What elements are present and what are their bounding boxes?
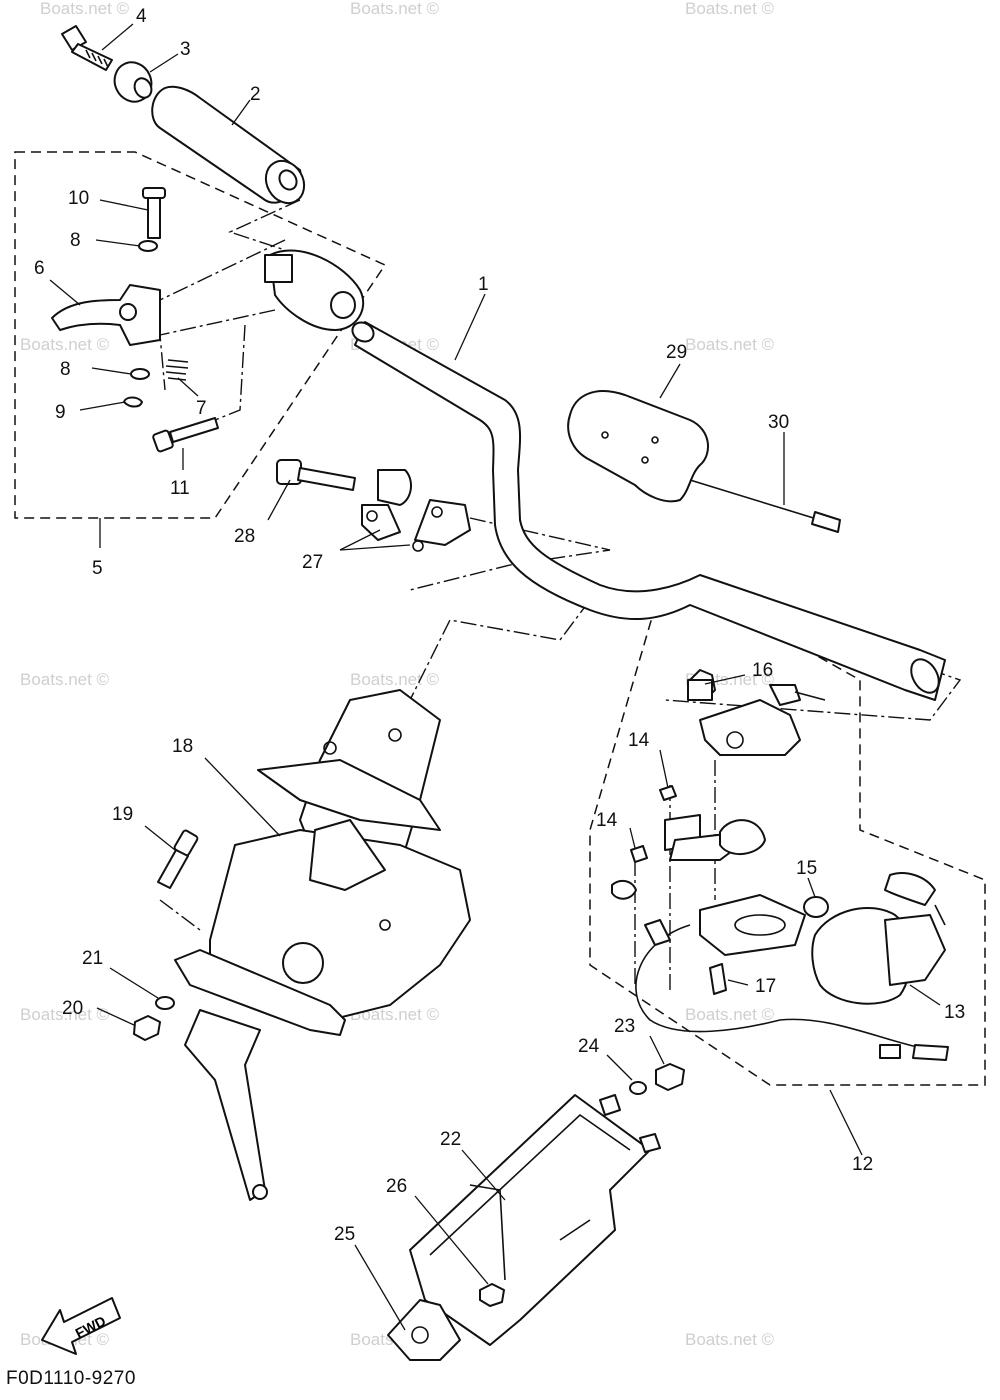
watermark: Boats.net © xyxy=(20,335,110,354)
watermark: Boats.net © xyxy=(40,0,130,18)
spring-part-7 xyxy=(165,359,189,381)
leader-lines xyxy=(49,23,941,1331)
cap-part-16 xyxy=(687,679,713,701)
watermark: Boats.net © xyxy=(350,670,440,689)
callout-9: 9 xyxy=(55,402,66,423)
bolt-part-19 xyxy=(157,829,199,889)
holder-part-27 xyxy=(361,469,471,552)
callout-10: 10 xyxy=(68,188,89,209)
switch-part-13 xyxy=(811,872,946,1005)
callout-1: 1 xyxy=(478,274,489,295)
callout-13: 13 xyxy=(944,1002,965,1023)
nut-part-23 xyxy=(655,1063,685,1091)
callout-4: 4 xyxy=(136,6,147,27)
guide-line xyxy=(159,309,276,391)
bolt-part-28 xyxy=(276,459,356,491)
guide-line xyxy=(214,324,246,421)
connector xyxy=(879,1044,901,1059)
guide-line xyxy=(228,199,301,251)
watermarks: Boats.net © Boats.net © Boats.net © Boat… xyxy=(20,0,775,1349)
callout-18: 18 xyxy=(172,736,193,757)
callout-19: 19 xyxy=(112,804,133,825)
callout-21: 21 xyxy=(82,948,103,969)
callout-6: 6 xyxy=(34,258,45,279)
diagram-code: F0D1110-9270 xyxy=(6,1368,136,1389)
nut-part-26 xyxy=(479,1283,505,1307)
callout-16: 16 xyxy=(752,660,773,681)
callout-23: 23 xyxy=(614,1016,635,1037)
callout-25: 25 xyxy=(334,1224,355,1245)
grommet-part-3 xyxy=(113,61,153,103)
pin-part-10 xyxy=(142,187,166,239)
guide-line xyxy=(399,599,591,721)
callouts: 4 3 2 1 10 8 6 8 9 7 11 5 29 30 28 27 18… xyxy=(34,6,965,1245)
strap-part-30 xyxy=(689,479,841,533)
screw-part-17 xyxy=(709,963,727,995)
lever-bracket xyxy=(264,249,365,331)
callout-28: 28 xyxy=(234,526,255,547)
watermark: Boats.net © xyxy=(685,0,775,18)
handlebar-part-1 xyxy=(351,321,946,701)
callout-29: 29 xyxy=(666,342,687,363)
watermark: Boats.net © xyxy=(685,1005,775,1024)
callout-11: 11 xyxy=(170,478,190,499)
lever-part-6 xyxy=(51,284,161,346)
guide-line xyxy=(159,899,201,931)
watermark: Boats.net © xyxy=(685,335,775,354)
callout-20: 20 xyxy=(62,998,83,1019)
washer-part-8 xyxy=(138,240,158,252)
callout-14: 14 xyxy=(596,810,618,831)
callout-17: 17 xyxy=(755,976,776,997)
switch-assembly-part-12 xyxy=(635,669,931,1051)
clamp-part-25 xyxy=(387,1299,461,1361)
callout-3: 3 xyxy=(180,39,191,60)
connector xyxy=(912,1044,949,1061)
washer-part-8 xyxy=(130,368,150,380)
clip-part-9 xyxy=(123,396,143,408)
bulb xyxy=(611,879,637,900)
callout-2: 2 xyxy=(250,84,261,105)
callout-8: 8 xyxy=(60,359,71,380)
guide-line xyxy=(159,239,286,301)
callout-22: 22 xyxy=(440,1129,461,1150)
guide-line xyxy=(409,517,611,591)
group-box-5 xyxy=(14,151,387,519)
bolt-part-4 xyxy=(61,25,113,71)
screw-part-14 xyxy=(659,785,677,801)
callout-30: 30 xyxy=(768,412,789,433)
washer-part-21 xyxy=(155,996,175,1010)
callout-5: 5 xyxy=(92,558,103,579)
column-part-18 xyxy=(174,689,471,1201)
callout-26: 26 xyxy=(386,1176,407,1197)
callout-12: 12 xyxy=(852,1154,873,1175)
callout-14: 14 xyxy=(628,730,650,751)
bolt-part-11 xyxy=(152,417,219,453)
callout-7: 7 xyxy=(196,398,207,419)
pad-part-29 xyxy=(567,390,710,503)
watermark: Boats.net © xyxy=(685,1330,775,1349)
watermark: Boats.net © xyxy=(350,0,440,18)
grip-part-2 xyxy=(151,85,306,205)
callout-8: 8 xyxy=(70,230,81,251)
callout-15: 15 xyxy=(796,858,817,879)
callout-24: 24 xyxy=(578,1036,600,1057)
watermark: Boats.net © xyxy=(20,1005,110,1024)
nut-part-20 xyxy=(133,1015,161,1041)
callout-27: 27 xyxy=(302,552,323,573)
washer-part-24 xyxy=(629,1081,647,1095)
watermark: Boats.net © xyxy=(20,670,110,689)
grommet-part-15 xyxy=(803,896,829,918)
screw-part-14 xyxy=(630,845,648,863)
